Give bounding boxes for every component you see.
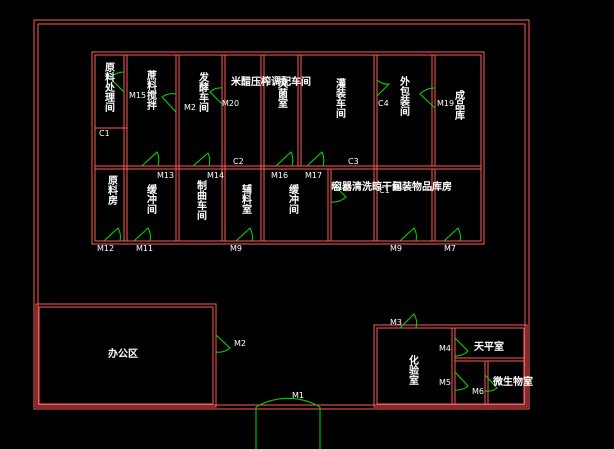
room-packaging-store: 包装物品库房 bbox=[392, 180, 452, 193]
tag-m5: M5 bbox=[439, 378, 451, 387]
room-labels-upper: 原料处理间 蔗料搅拌 发酵车间 米醋压榨调配车间 灭菌室 灌装车间 外包装间 成… bbox=[103, 62, 465, 121]
tag-m15: M15 bbox=[129, 91, 146, 100]
room-finished-goods: 成品库 bbox=[453, 89, 465, 121]
tag-c4: C4 bbox=[378, 99, 389, 108]
room-buffer-1: 缓冲间 bbox=[145, 183, 158, 215]
room-sugar-mixing: 蔗料搅拌 bbox=[145, 69, 158, 111]
room-lab: 化验室 bbox=[407, 354, 419, 385]
room-buffer-2: 缓冲间 bbox=[287, 183, 300, 215]
door-swings bbox=[103, 71, 498, 449]
tag-m12: M12 bbox=[97, 244, 114, 253]
tag-m13: M13 bbox=[157, 171, 174, 180]
tag-c3: C3 bbox=[348, 157, 359, 166]
room-bottle-wash: 容器清洗晾干间 bbox=[331, 180, 402, 193]
room-raw-storage: 原料房 bbox=[106, 175, 118, 206]
tag-m17: M17 bbox=[305, 171, 322, 180]
room-labels-service: 办公区 化验室 天平室 微生物室 bbox=[108, 340, 533, 388]
exterior-walls bbox=[33, 19, 530, 410]
room-labels-lower: 原料房 缓冲间 制曲车间 辅料室 缓冲间 容器清洗晾干间 包装物品库房 bbox=[106, 175, 453, 221]
room-seasoning-blend: 米醋压榨调配车间 bbox=[231, 75, 311, 88]
tag-m14: M14 bbox=[207, 171, 224, 180]
tag-m4: M4 bbox=[439, 344, 451, 353]
tag-m3: M3 bbox=[390, 318, 402, 327]
production-block bbox=[91, 51, 485, 245]
room-outer-packing: 外包装间 bbox=[398, 75, 411, 117]
tag-c2: C2 bbox=[233, 157, 244, 166]
room-office: 办公区 bbox=[108, 347, 138, 360]
room-auxiliary: 辅料室 bbox=[240, 183, 252, 214]
room-filling: 灌装车间 bbox=[334, 77, 347, 119]
tag-c1a: C1 bbox=[99, 129, 110, 138]
tag-m20: M20 bbox=[222, 99, 239, 108]
tag-m6: M6 bbox=[472, 387, 484, 396]
room-sterilization: 灭菌室 bbox=[276, 78, 289, 108]
tag-m7: M7 bbox=[444, 244, 456, 253]
room-microbe: 微生物室 bbox=[492, 375, 533, 388]
tag-m2b: M2 bbox=[234, 339, 246, 348]
room-koji-workshop: 制曲车间 bbox=[195, 179, 207, 221]
tag-m11: M11 bbox=[136, 244, 153, 253]
door-tags: M15 M2 M20 C4 M19 C1 M13 M14 C2 M16 M17 … bbox=[97, 91, 484, 400]
tag-m9b: M9 bbox=[390, 244, 402, 253]
tag-m2a: M2 bbox=[184, 103, 196, 112]
room-balance: 天平室 bbox=[474, 340, 504, 353]
tag-c1b: C1 bbox=[379, 186, 390, 195]
room-raw-processing: 原料处理间 bbox=[103, 62, 116, 113]
tag-m18: M18 bbox=[331, 183, 348, 192]
tag-m19: M19 bbox=[437, 99, 454, 108]
room-fermentation: 发酵车间 bbox=[197, 71, 210, 113]
tag-m9a: M9 bbox=[230, 244, 242, 253]
lower-walls bbox=[35, 303, 528, 408]
tag-m16: M16 bbox=[271, 171, 288, 180]
tag-m1: M1 bbox=[292, 391, 304, 400]
